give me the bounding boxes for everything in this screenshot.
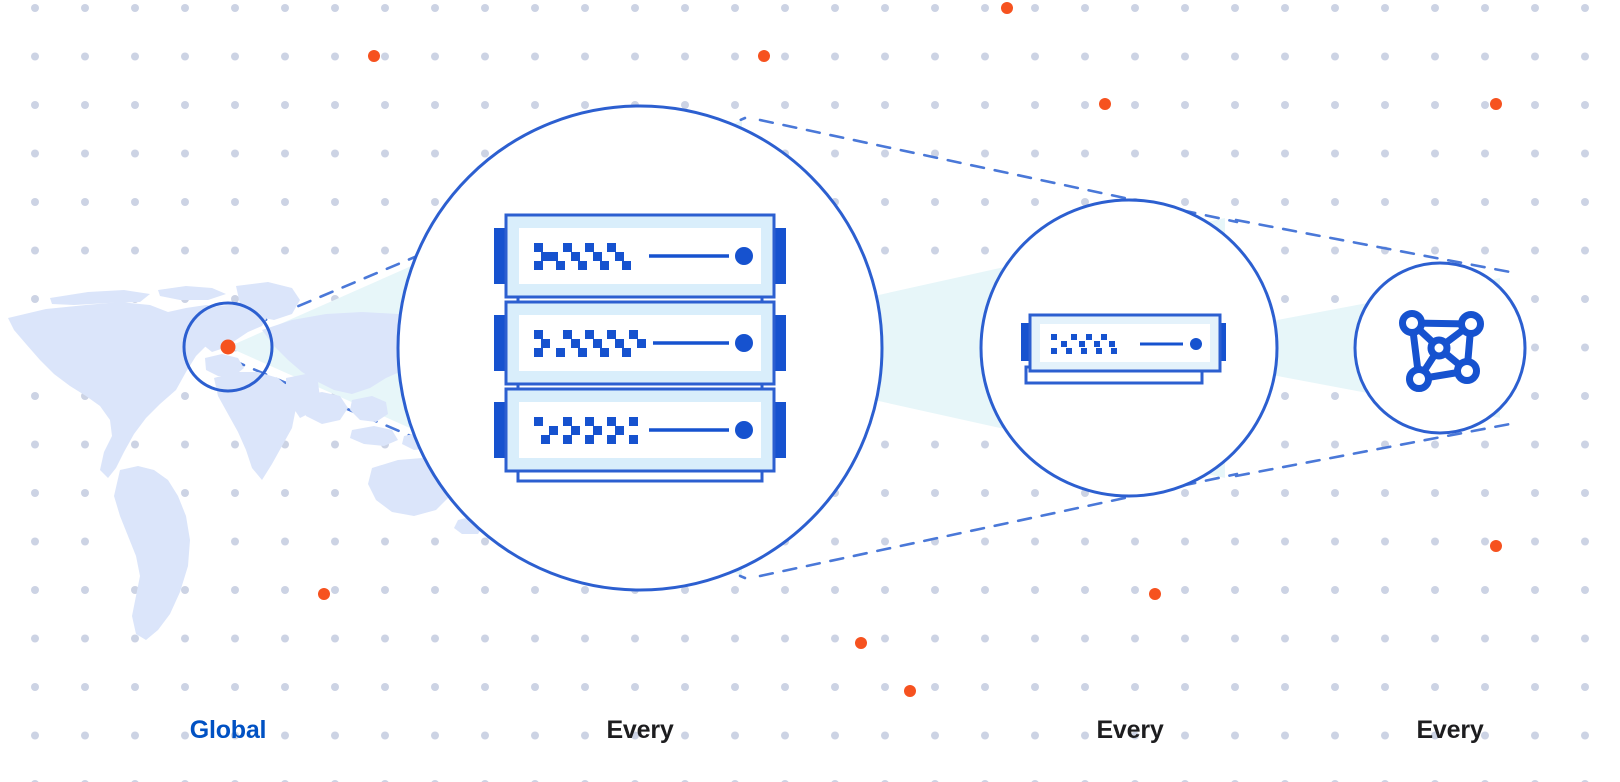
highlight-dots <box>318 2 1502 697</box>
rack-unit-1-status-dot <box>735 247 753 265</box>
rack-unit-1-led-grid <box>534 243 631 270</box>
global-network-circle <box>182 301 274 393</box>
rack-unit-3-status-dot <box>735 421 753 439</box>
cone-line-dc-server-top <box>758 118 1239 224</box>
single-server-icon <box>1021 313 1226 385</box>
graph-node-bottom-left <box>1406 366 1432 392</box>
rack-unit-3 <box>494 387 786 473</box>
network-graph-nodes <box>1399 310 1484 392</box>
single-server-status-dot <box>1190 338 1202 350</box>
cone-line-dc-server-bottom <box>758 472 1239 578</box>
stage-every-server[interactable] <box>979 198 1279 498</box>
graph-node-top-left <box>1399 310 1425 336</box>
network-graph-icon <box>1399 310 1484 392</box>
rack-unit-2-led-grid <box>534 330 646 357</box>
single-server-led-grid <box>1051 334 1117 354</box>
rack-unit-2 <box>494 300 786 386</box>
stage-every-service[interactable] <box>1353 261 1527 435</box>
graph-node-top-right <box>1458 311 1484 337</box>
global-network-location-dot <box>220 339 236 355</box>
world-map-icon <box>8 282 496 640</box>
stage-global-network[interactable] <box>182 301 274 393</box>
rack-unit-3-led-grid <box>534 417 638 444</box>
graph-node-bottom-right <box>1454 358 1480 384</box>
server-rack-icon <box>494 213 786 483</box>
stage-every-data-center[interactable] <box>396 104 884 592</box>
rack-unit-1 <box>494 213 786 299</box>
graph-node-center <box>1427 336 1451 360</box>
rack-unit-2-status-dot <box>735 334 753 352</box>
